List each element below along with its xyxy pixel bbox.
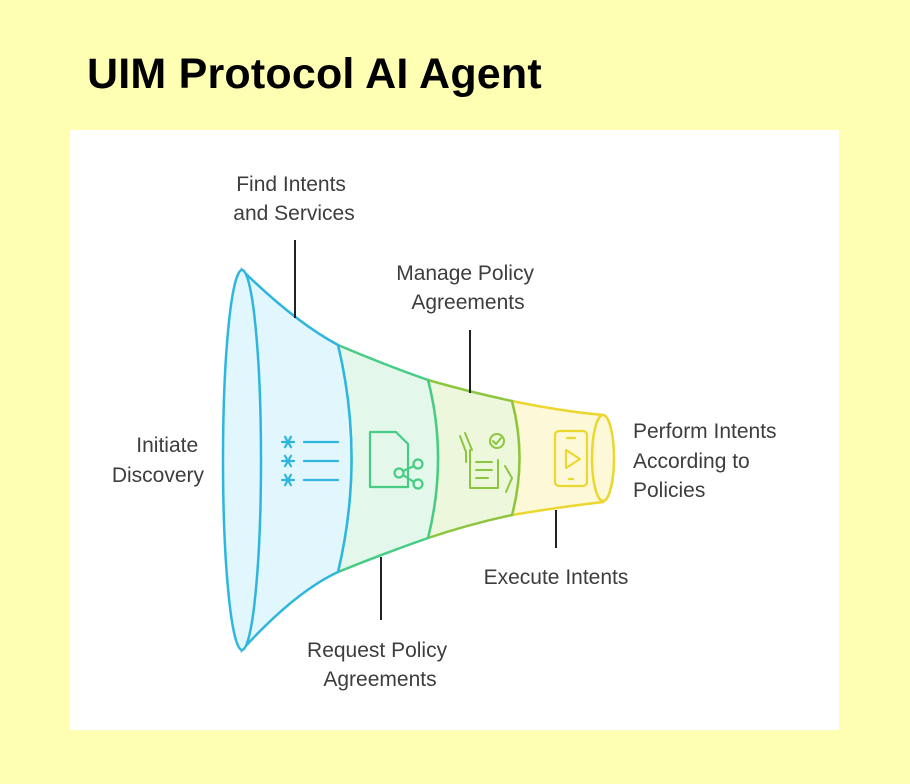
label-manage-policy: Manage Policy Agreements bbox=[396, 262, 540, 314]
funnel-segment-request bbox=[426, 378, 521, 540]
label-find-intents: Find Intents and Services bbox=[233, 173, 354, 225]
label-line: Agreements bbox=[323, 668, 436, 691]
label-line: Perform Intents bbox=[633, 420, 777, 443]
label-line: Manage Policy bbox=[396, 262, 534, 285]
page-title: UIM Protocol AI Agent bbox=[87, 50, 542, 98]
label-line: Agreements bbox=[411, 291, 524, 314]
label-execute-intents: Execute Intents bbox=[484, 566, 629, 589]
list-asterisk-icon bbox=[280, 435, 340, 487]
funnel-mouth bbox=[221, 268, 263, 652]
hand-checklist-icon bbox=[459, 432, 513, 493]
funnel-segment-execute bbox=[510, 399, 605, 517]
label-line: Initiate bbox=[136, 434, 198, 457]
label-line: and Services bbox=[233, 202, 354, 225]
funnel-end-cap bbox=[590, 413, 616, 503]
funnel-segment-initiate bbox=[240, 267, 353, 654]
funnel-segment-find bbox=[336, 343, 440, 574]
label-line: Policies bbox=[633, 479, 705, 502]
label-line: According to bbox=[633, 450, 750, 473]
label-line: Find Intents bbox=[236, 173, 346, 196]
label-line: Execute Intents bbox=[484, 566, 629, 589]
mobile-play-icon bbox=[553, 429, 589, 488]
document-share-icon bbox=[368, 430, 424, 490]
label-perform-intents: Perform Intents According to Policies bbox=[633, 420, 782, 502]
label-initiate-discovery: Initiate Discovery bbox=[112, 434, 205, 487]
label-line: Discovery bbox=[112, 464, 205, 487]
label-line: Request Policy bbox=[307, 639, 448, 662]
label-request-policy: Request Policy Agreements bbox=[307, 639, 453, 691]
